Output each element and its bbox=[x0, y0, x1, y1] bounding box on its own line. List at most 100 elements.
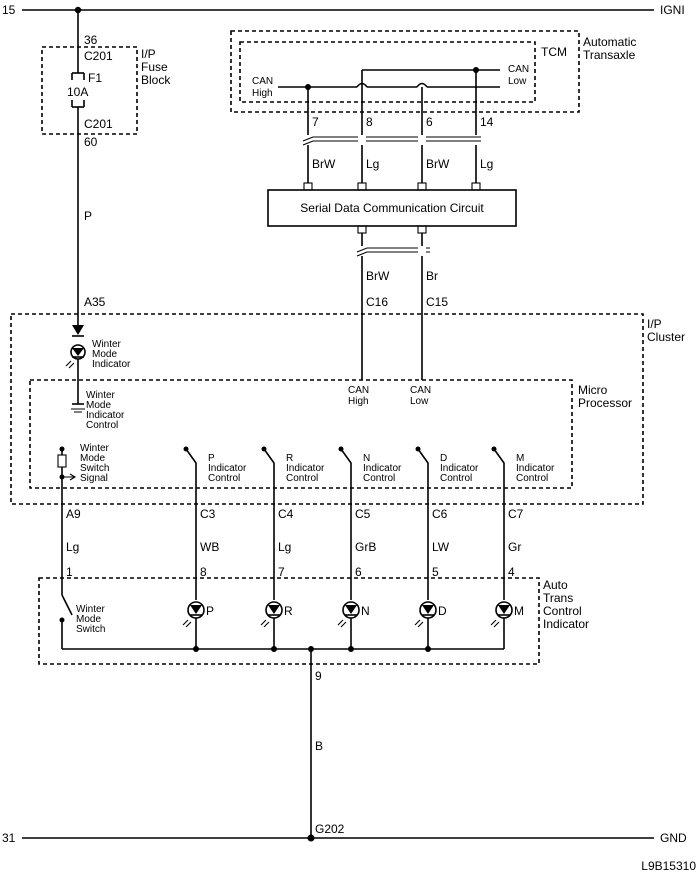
harness-color-4: LW bbox=[432, 540, 450, 554]
svg-text:Indicator: Indicator bbox=[208, 463, 247, 474]
harness-conn-4: C6 bbox=[432, 507, 448, 521]
svg-text:R: R bbox=[286, 453, 293, 464]
svg-text:R: R bbox=[284, 604, 293, 618]
svg-text:P: P bbox=[208, 453, 215, 464]
transaxle-label-2: Transaxle bbox=[583, 48, 636, 62]
gear-control-n: N Indicator Control bbox=[338, 446, 402, 504]
tcm-wire-color-2: BrW bbox=[426, 157, 450, 171]
tcm-can-low-1: CAN bbox=[508, 64, 529, 75]
winter-indicator-text-0: Winter bbox=[92, 339, 122, 350]
indicator-pin-4: 5 bbox=[432, 565, 439, 579]
gear-control-r: R Indicator Control bbox=[261, 446, 325, 504]
indicator-label-4: Indicator bbox=[543, 617, 589, 631]
fuse-block-label-1: I/P bbox=[141, 47, 156, 61]
transaxle-module-outline bbox=[230, 30, 580, 113]
fuse-block-label-3: Block bbox=[141, 73, 171, 87]
indicator-pin-5: 4 bbox=[508, 565, 515, 579]
winter-control-text-1: Mode bbox=[86, 400, 111, 411]
svg-text:Indicator: Indicator bbox=[286, 463, 325, 474]
tcm-pin-3: 14 bbox=[480, 115, 494, 129]
svg-text:Control: Control bbox=[286, 473, 318, 484]
serial-out-color-0: BrW bbox=[366, 269, 390, 283]
winter-switch-signal-text-1: Mode bbox=[80, 453, 105, 464]
ground-rail-name: GND bbox=[660, 831, 687, 845]
gear-control-m: M Indicator Control bbox=[491, 446, 555, 504]
tcm-wire-color-0: BrW bbox=[312, 157, 336, 171]
cluster-can-low-2: Low bbox=[410, 396, 429, 407]
ground-point bbox=[307, 834, 315, 842]
micro-label-1: Micro bbox=[578, 383, 608, 397]
svg-text:M: M bbox=[514, 604, 524, 618]
serial-data-circuit-box bbox=[267, 189, 517, 227]
svg-text:Indicator: Indicator bbox=[440, 463, 479, 474]
cluster-label-2: Cluster bbox=[647, 330, 685, 344]
ip-cluster-outline bbox=[10, 313, 644, 505]
ignition-rail-number: 15 bbox=[2, 3, 16, 17]
winter-switch-text-0: Winter bbox=[76, 604, 106, 615]
indicator-label-2: Trans bbox=[543, 591, 573, 605]
tcm-name: TCM bbox=[541, 45, 567, 59]
winter-control-text-0: Winter bbox=[86, 390, 116, 401]
winter-switch-text-2: Switch bbox=[76, 624, 105, 635]
tcm-pin-2: 6 bbox=[426, 115, 433, 129]
gear-control-d: D Indicator Control bbox=[415, 446, 479, 504]
fuse-name: F1 bbox=[88, 71, 102, 85]
tcm-can-high-2: High bbox=[252, 88, 273, 99]
indicator-label-1: Auto bbox=[543, 578, 568, 592]
svg-text:D: D bbox=[440, 453, 447, 464]
lamp-d: D bbox=[414, 601, 447, 649]
winter-indicator-text-2: Indicator bbox=[92, 359, 131, 370]
tcm-wire-color-1: Lg bbox=[366, 157, 379, 171]
serial-connector-break bbox=[356, 247, 430, 253]
fuse-pin-top: 36 bbox=[84, 33, 98, 47]
lamp-r: R bbox=[260, 601, 293, 649]
winter-indicator-text-1: Mode bbox=[92, 349, 117, 360]
winter-switch-signal-text-3: Signal bbox=[80, 473, 108, 484]
harness-color-3: GrB bbox=[355, 540, 376, 554]
figure-code: L9B15310 bbox=[641, 859, 696, 873]
fuse-conn-top: C201 bbox=[84, 49, 113, 63]
tcm-connector-break-top bbox=[302, 136, 481, 142]
lamp-m: M bbox=[490, 601, 524, 649]
svg-text:D: D bbox=[438, 604, 447, 618]
transaxle-label-1: Automatic bbox=[583, 35, 636, 49]
harness-conn-1: C3 bbox=[200, 507, 216, 521]
indicator-label-3: Control bbox=[543, 604, 582, 618]
indicator-pin-3: 6 bbox=[355, 565, 362, 579]
fuse-conn-bottom: C201 bbox=[84, 117, 113, 131]
harness-color-0: Lg bbox=[66, 540, 79, 554]
svg-text:Indicator: Indicator bbox=[363, 463, 402, 474]
harness-conn-0: A9 bbox=[66, 507, 81, 521]
indicator-pin-2: 7 bbox=[278, 565, 285, 579]
cluster-can-low-1: CAN bbox=[410, 385, 431, 396]
svg-text:N: N bbox=[363, 453, 370, 464]
winter-mode-switch bbox=[61, 594, 73, 649]
winter-switch-text-1: Mode bbox=[76, 614, 101, 625]
serial-out-conn-0: C16 bbox=[366, 295, 388, 309]
winter-control-text-2: Indicator bbox=[86, 410, 125, 421]
tcm-wire-color-3: Lg bbox=[480, 157, 493, 171]
svg-text:Control: Control bbox=[440, 473, 472, 484]
lamp-n: N bbox=[337, 601, 370, 649]
tcm-can-low-2: Low bbox=[508, 76, 527, 87]
lamp-p: P bbox=[182, 601, 214, 649]
serial-out-color-1: Br bbox=[426, 269, 438, 283]
harness-conn-2: C4 bbox=[278, 507, 294, 521]
serial-out-conn-1: C15 bbox=[426, 295, 448, 309]
feed-wire-pin: A35 bbox=[84, 295, 106, 309]
harness-color-2: Lg bbox=[278, 540, 291, 554]
indicator-pin-1: 8 bbox=[200, 565, 207, 579]
tcm-pin-0: 7 bbox=[312, 115, 319, 129]
cluster-can-high-1: CAN bbox=[348, 385, 369, 396]
svg-text:Indicator: Indicator bbox=[516, 463, 555, 474]
tcm-can-high-1: CAN bbox=[252, 76, 273, 87]
fuse-symbol bbox=[71, 73, 85, 107]
cluster-can-high-2: High bbox=[348, 396, 369, 407]
feed-arrow bbox=[72, 325, 84, 335]
svg-text:M: M bbox=[516, 453, 524, 464]
svg-text:P: P bbox=[206, 604, 214, 618]
winter-control-ground bbox=[71, 408, 85, 413]
feed-wire-color: P bbox=[84, 209, 92, 223]
harness-color-1: WB bbox=[200, 540, 219, 554]
